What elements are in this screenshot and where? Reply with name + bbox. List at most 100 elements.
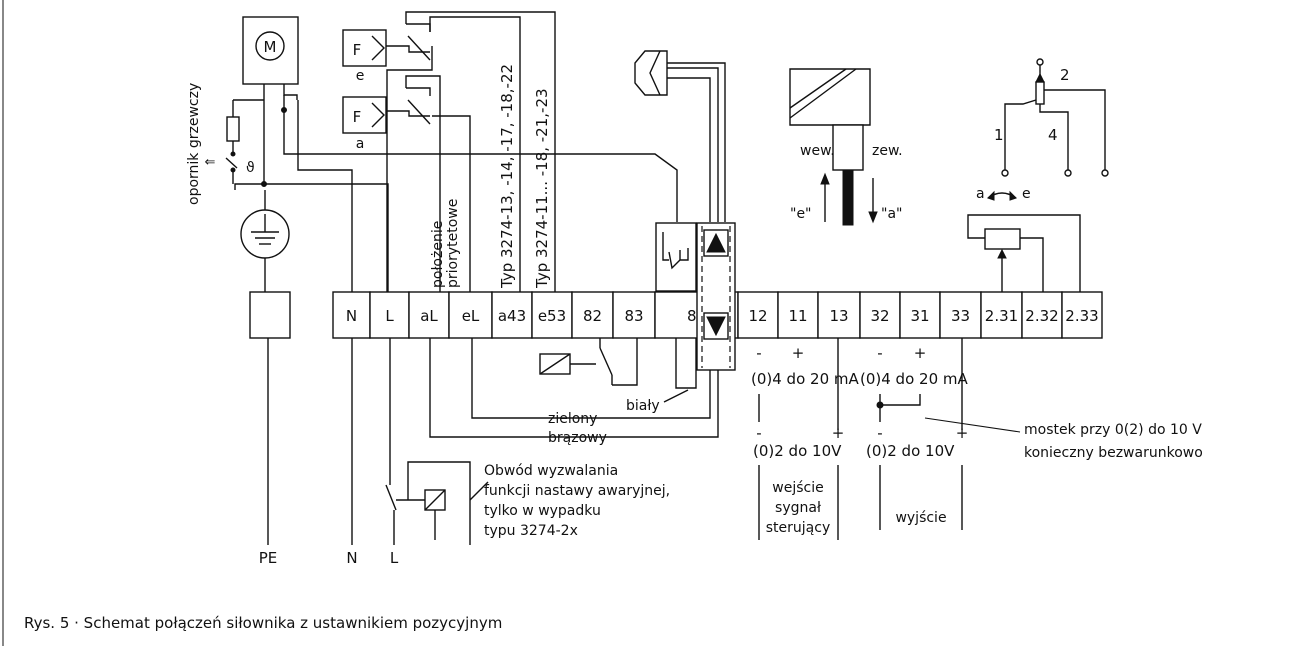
green-wire [471,338,711,419]
terminal-L: L [385,307,394,325]
relay-frame [407,461,471,545]
junction [230,151,236,157]
lever-label-1: 1 [994,126,1004,144]
aux-relay-diag [539,353,571,375]
limit-switch-e [342,29,387,67]
pot-a-label: a [976,186,985,202]
circuit-label-3: tylko w wypadku [484,503,601,519]
l-label: L [390,549,399,567]
terminal-cell [531,291,573,339]
minus-v-in: - [756,424,761,442]
terminal-cell [737,291,779,339]
minus-v-out: - [877,424,882,442]
terminal-a43: a43 [498,307,526,325]
terminal-cell [1021,291,1063,339]
terminal-cell [817,291,861,339]
valve-body [789,68,871,126]
white-wire [675,338,697,389]
bialy-label: biały [626,398,660,414]
motor-label: M [264,38,277,56]
v-in-label: (0)2 do 10V [753,442,842,460]
lever-wire-1 [1004,99,1037,170]
heater-resistor [226,116,240,142]
mostek-callout [924,417,1021,433]
plus-11: + [792,344,805,362]
terminal-83: 83 [624,307,643,325]
motor-wire-1 [234,84,265,190]
switch-a-lever [407,99,431,125]
motor-housing [242,16,299,85]
callout-line [469,481,489,501]
circuit-label-4: typu 3274-2x [484,523,578,539]
terminal-N: N [346,307,357,325]
v-out-label: (0)2 do 10V [866,442,955,460]
switch-e-wire [386,45,430,53]
wire-l [264,183,389,300]
switch-e-label: e [356,68,365,84]
terminal-2-icon [1101,169,1109,177]
limit-switch-e-label: F [353,41,362,59]
zew-label: zew. [872,143,903,159]
wire-e53 [405,11,556,300]
aux-wire [612,338,638,386]
sensor-icon [649,50,661,96]
terminal-cell [859,291,901,339]
wejscie-label-1: wejście [772,480,823,496]
minus-12: - [756,344,761,362]
mostek-label-2: konieczny bezwarunkowo [1024,445,1203,461]
junction [261,181,267,187]
terminal-block: NLaLeLa43e538283811211133231332.312.322.… [332,291,1103,339]
terminal-cell [448,291,493,339]
switch-e-contact [406,23,431,32]
terminal-cell [1061,291,1103,339]
arrow-down-icon [868,211,878,224]
l-switch [385,484,397,511]
terminal-cell [332,291,371,339]
pot-wire-232 [1020,237,1044,292]
type-label-1: Typ 3274-13, -14, -17, -18,-22 [498,64,516,289]
motor-wire-2 [283,84,298,100]
terminal-11: 11 [788,307,807,325]
thermo-arrow-icon: ⇐ [205,155,216,170]
terminal-2-31: 2.31 [985,307,1018,325]
brazowy-label: brązowy [548,430,607,446]
wire-el [432,115,471,300]
terminal-cell [980,291,1023,339]
sensor-head [634,50,668,96]
switch-e-out [386,46,433,300]
circuit-label-1: Obwód wyzwalania [484,463,618,479]
heater-label: opornik grzewczy [186,83,202,205]
minus-32: - [877,344,882,362]
lever-wire-2 [1044,89,1106,170]
terminal-cell [899,291,941,339]
bridge-32-31 [879,394,921,406]
plus-v-in: + [832,424,845,442]
terminal-82: 82 [583,307,602,325]
terminal-12: 12 [748,307,767,325]
terminal-1-icon [1001,169,1009,177]
pot-e-label: e [1022,186,1031,202]
terminal-33: 33 [951,307,970,325]
lever-top-icon [1036,58,1044,66]
zielony-label: zielony [548,411,597,427]
limit-switch-e-icon [371,35,385,61]
limit-switch-a-icon [371,102,385,128]
motor-icon [255,31,285,61]
terminal-cell [571,291,614,339]
pot-wire-233 [967,214,1081,292]
ma-out-label: (0)4 do 20 mA [860,370,968,388]
wejscie-label-3: sterujący [766,520,830,536]
brown-wire [429,338,719,438]
potentiometer [984,228,1021,250]
wire-a43 [429,16,521,300]
priority-label-1: położenie [430,221,446,288]
limit-switch-a-label: F [353,108,362,126]
terminal-31: 31 [910,307,929,325]
aux-switch [599,347,613,376]
terminal-aL: aL [420,307,438,325]
pe-terminal [249,291,291,339]
a-quote-label: "a" [881,206,902,222]
mostek-label-1: mostek przy 0(2) do 10 V [1024,422,1202,438]
sensor-wire [667,67,719,222]
